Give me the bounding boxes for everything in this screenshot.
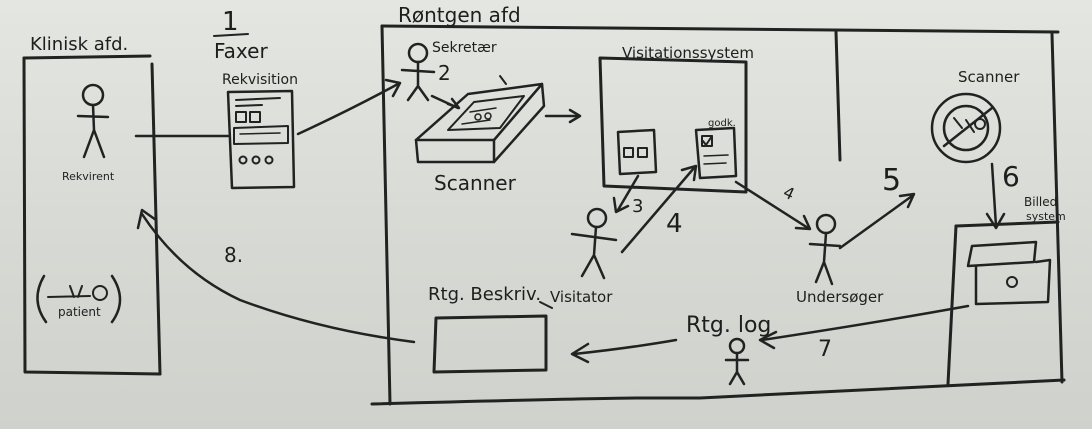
- step-7-arrow: [760, 304, 970, 342]
- step-7-arrowhead: [758, 330, 778, 350]
- step-4-arrow: [620, 166, 696, 254]
- godkendt-label: godk.: [708, 118, 736, 129]
- patient-icon: [36, 274, 122, 324]
- rontgen-afdeling-label: Røntgen afd: [398, 3, 521, 27]
- step-8-arrow: [140, 212, 416, 344]
- document-scanner-label: Scanner: [434, 171, 517, 195]
- step-4-arrowhead: [680, 164, 698, 182]
- rtg-log-to-beskriv-arrow: [572, 338, 678, 356]
- rtg-log-label: Rtg. log: [686, 313, 771, 338]
- scanner-machine-label: Scanner: [958, 68, 1020, 86]
- rekvisition-document: [226, 89, 296, 190]
- billedsystem-box: [946, 220, 1060, 386]
- step-2-number: 2: [438, 61, 451, 85]
- klinisk-afdeling-label: Klinisk afd.: [30, 34, 128, 55]
- step-4-number: 4: [666, 209, 683, 239]
- rekvirent-figure-icon: [76, 83, 110, 159]
- rekvisition-label: Rekvisition: [222, 72, 298, 88]
- step-7-number: 7: [818, 337, 832, 362]
- ct-scanner-icon: [930, 92, 1002, 164]
- patient-label: patient: [58, 305, 101, 319]
- rtg-log-arrowhead: [570, 342, 590, 364]
- step-3-number: 3: [632, 196, 643, 217]
- scanner-room-divider: [834, 30, 842, 162]
- visitation-to-undersoger-arrow: [734, 180, 810, 230]
- step-5-arrow: [838, 194, 914, 250]
- rekvirent-label: Rekvirent: [62, 170, 115, 183]
- billedsystem-label: system: [1026, 210, 1066, 223]
- billed-label: Billed: [1024, 195, 1057, 209]
- visitation-document-1: [616, 128, 658, 176]
- scanner-to-visitation-arrowhead: [568, 108, 582, 124]
- step-1-number: 1: [222, 7, 239, 37]
- fax-arrowhead: [384, 78, 402, 98]
- undersoger-figure-icon: [808, 213, 842, 286]
- undersoger-label: Undersøger: [796, 288, 884, 306]
- rtg-beskriv-label: Rtg. Beskriv.: [428, 284, 541, 305]
- rontgen-afdeling-frame: [370, 24, 1066, 406]
- step-6-arrowhead: [985, 212, 1006, 230]
- visitation-document-approved: [694, 126, 738, 180]
- step-5-number: 5: [882, 163, 901, 198]
- faxer-label: Faxer: [214, 39, 268, 63]
- step-3-arrowhead: [612, 196, 630, 214]
- step-8-arrowhead: [136, 208, 158, 230]
- visitationssystem-box: [598, 56, 748, 194]
- step-6-arrow: [990, 162, 998, 228]
- step-6-number: 6: [1002, 160, 1020, 193]
- sekretar-figure-icon: [400, 42, 436, 102]
- step-3-arrow: [616, 174, 640, 212]
- rtg-beskriv-box: [432, 314, 548, 374]
- fax-to-sekretar-arrow: [296, 82, 400, 136]
- visitator-figure-icon: [570, 207, 618, 280]
- beskriv-visitator-dash: [539, 301, 553, 309]
- step-5-arrowhead: [898, 192, 916, 209]
- visitationssystem-label: Visitationssystem: [622, 44, 754, 62]
- sekretar-arrowhead: [446, 97, 461, 110]
- document-scanner-icon: [414, 75, 546, 164]
- visitator-label: Visitator: [550, 288, 613, 306]
- visitation-to-undersoger-arrowhead: [794, 214, 812, 231]
- step-4b-number: 4: [780, 182, 797, 204]
- rtg-log-figure-icon: [724, 337, 750, 386]
- step-8-number: 8.: [224, 243, 243, 267]
- sekretar-label: Sekretær: [432, 40, 497, 56]
